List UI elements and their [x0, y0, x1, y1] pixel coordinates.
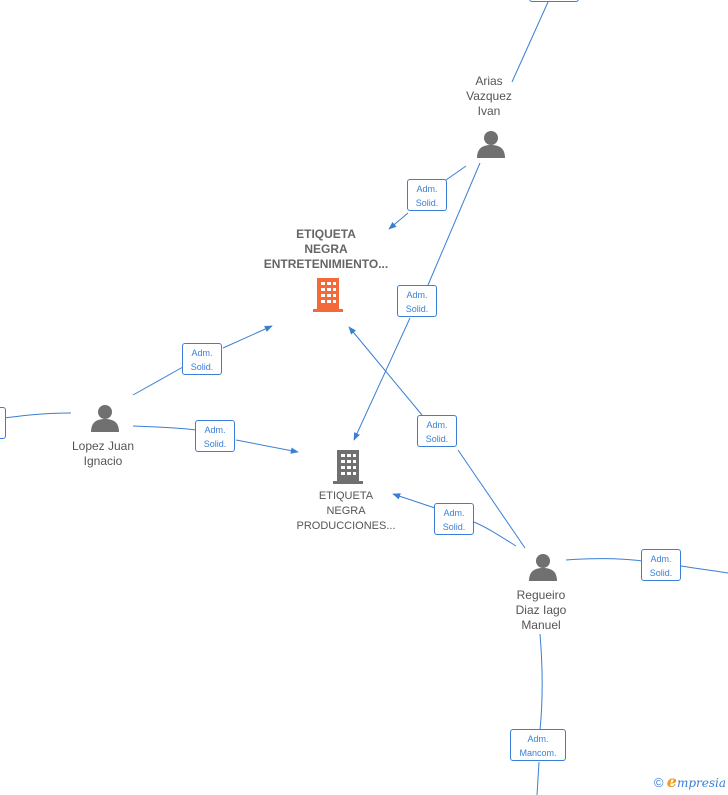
- role-line-1: Adm.: [650, 554, 672, 564]
- edge-arias-producciones: [354, 162, 481, 440]
- edge-lopez-entretenimiento: [132, 326, 272, 396]
- name-line: Arias: [475, 74, 503, 88]
- name-line: Ignacio: [83, 454, 123, 468]
- name-line: PRODUCCIONES...: [296, 520, 396, 532]
- name-line: NEGRA: [326, 505, 366, 517]
- role-line-1: Adm.: [416, 184, 438, 194]
- role-line-2: Solid.: [442, 522, 466, 532]
- role-line-2: Solid.: [649, 568, 673, 578]
- name-line: Regueiro: [516, 588, 566, 602]
- role-line-1: Adm.: [191, 348, 213, 358]
- role-box-arias-producciones[interactable]: Adm. Solid.: [397, 285, 437, 317]
- role-box-arias-entretenimiento[interactable]: Adm. Solid.: [407, 179, 447, 211]
- role-box-regueiro-entretenimiento[interactable]: Adm. Solid.: [417, 415, 457, 447]
- copyright-icon: ©: [653, 775, 664, 790]
- role-line-2: Solid.: [203, 439, 227, 449]
- role-line-2: Solid.: [425, 434, 449, 444]
- name-line: Lopez Juan: [71, 439, 135, 453]
- brand-footer: © empresia: [654, 772, 726, 791]
- role-line-1: Adm.: [527, 734, 549, 744]
- person-icon[interactable]: [91, 404, 119, 432]
- edge-regueiro-right: [565, 558, 728, 574]
- name-line: ETIQUETA: [318, 490, 374, 502]
- name-line: NEGRA: [304, 242, 348, 256]
- name-line: Ivan: [477, 104, 501, 118]
- role-line-1: Adm.: [426, 420, 448, 430]
- role-line-2: Mancom.: [519, 748, 557, 758]
- role-line-1: Adm.: [204, 425, 226, 435]
- role-box-left-cropped: [0, 407, 6, 439]
- role-box-regueiro-producciones[interactable]: Adm. Solid.: [434, 503, 474, 535]
- role-line-1: Adm.: [443, 508, 465, 518]
- edge-arias-entretenimiento: [389, 165, 467, 229]
- company-name-producciones: ETIQUETA NEGRA PRODUCCIONES...: [281, 489, 411, 534]
- person-name-arias: Arias Vazquez Ivan: [449, 74, 529, 119]
- name-line: Manuel: [521, 618, 561, 632]
- name-line: ETIQUETA: [296, 227, 356, 241]
- person-icon[interactable]: [477, 130, 505, 158]
- role-line-2: Solid.: [405, 304, 429, 314]
- role-box-regueiro-bottom[interactable]: Adm. Mancom.: [510, 729, 566, 761]
- edge-lopez-producciones: [132, 425, 298, 452]
- role-line-1: Adm.: [406, 290, 428, 300]
- person-name-regueiro: Regueiro Diaz Iago Manuel: [496, 588, 586, 633]
- edge-regueiro-bottom: [536, 633, 543, 795]
- name-line: Diaz Iago: [515, 603, 567, 617]
- role-line-2: Solid.: [415, 198, 439, 208]
- person-icon[interactable]: [529, 553, 557, 581]
- role-box-top-cropped: [529, 0, 579, 2]
- brand-logo: empresia: [666, 772, 726, 791]
- role-box-lopez-entretenimiento[interactable]: Adm. Solid.: [182, 343, 222, 375]
- edge-arias-top: [511, 1, 549, 83]
- role-box-lopez-producciones[interactable]: Adm. Solid.: [195, 420, 235, 452]
- company-name-entretenimiento: ETIQUETA NEGRA ENTRETENIMIENTO...: [256, 227, 396, 272]
- edge-lopez-left: [3, 412, 72, 419]
- person-name-lopez: Lopez Juan Ignacio: [58, 439, 148, 469]
- role-line-2: Solid.: [190, 362, 214, 372]
- name-line: Vazquez: [466, 89, 512, 103]
- edge-regueiro-producciones: [393, 494, 517, 547]
- name-line: ENTRETENIMIENTO...: [263, 257, 389, 271]
- edge-regueiro-entretenimiento: [349, 327, 526, 549]
- role-box-regueiro-right[interactable]: Adm. Solid.: [641, 549, 681, 581]
- building-icon[interactable]: [312, 278, 344, 312]
- building-icon[interactable]: [332, 450, 364, 484]
